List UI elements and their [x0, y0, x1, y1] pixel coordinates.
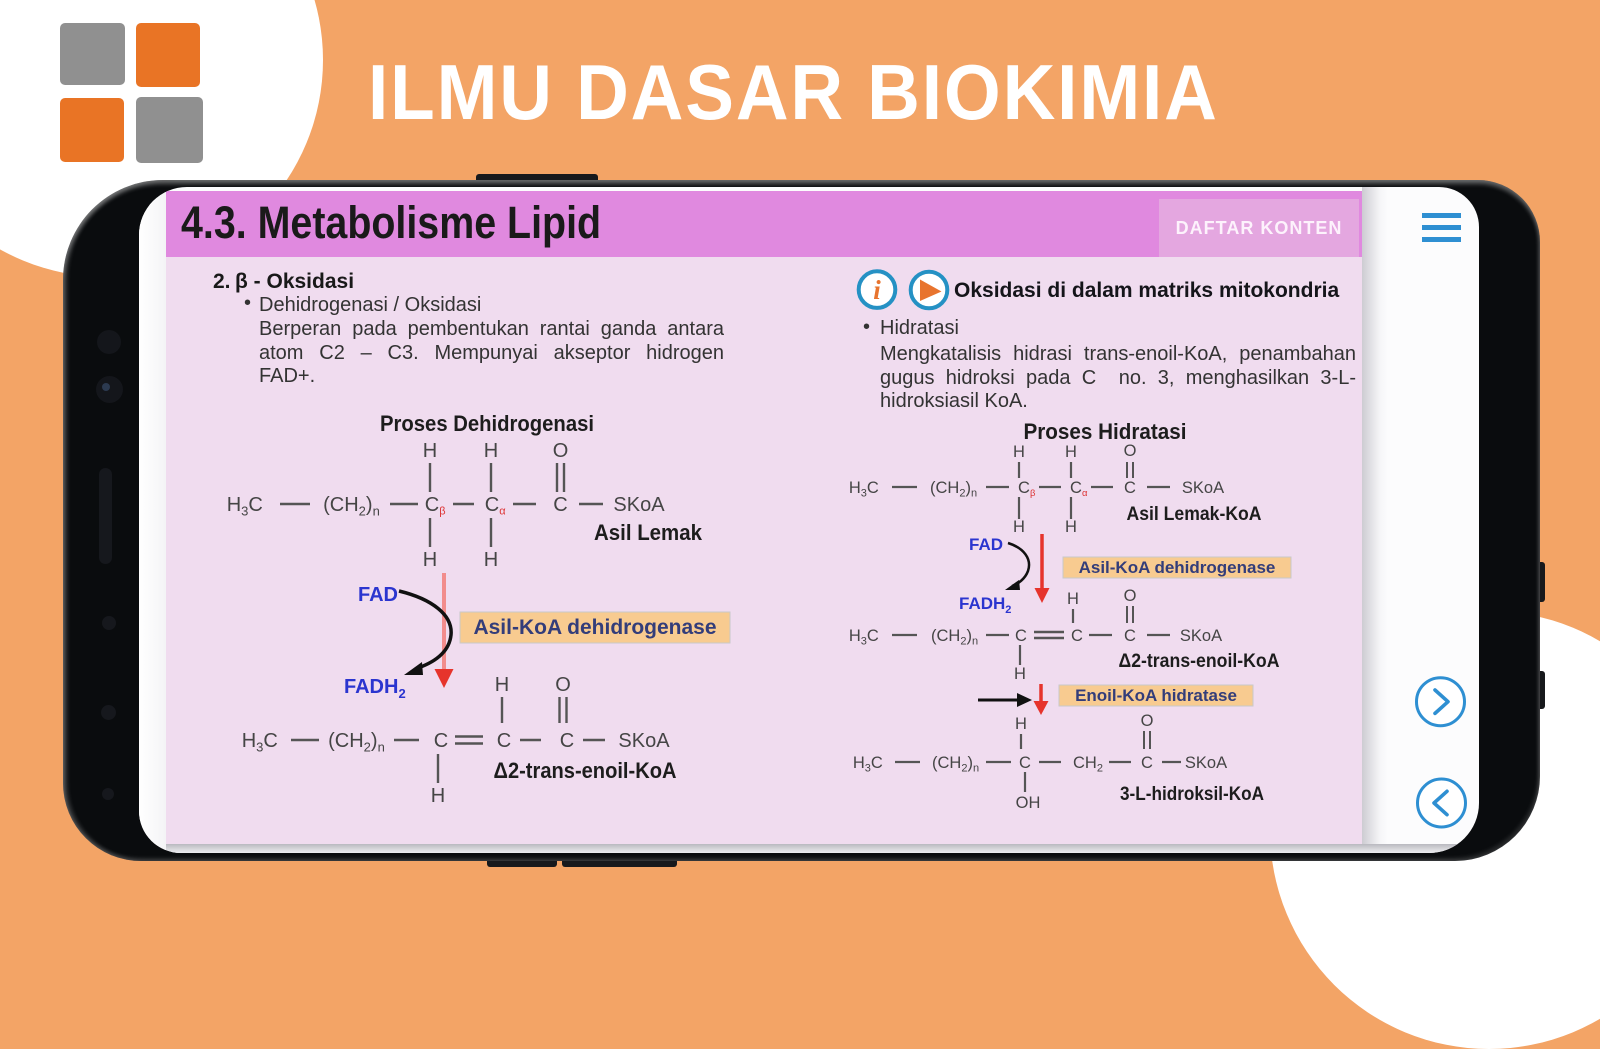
svg-text:SKoA: SKoA [613, 494, 665, 516]
svg-text:SKoA: SKoA [1182, 479, 1224, 497]
svg-text:C: C [560, 730, 574, 752]
svg-text:Cα: Cα [485, 494, 506, 518]
svg-text:Asil Lemak: Asil Lemak [594, 520, 703, 545]
svg-text:O: O [1141, 712, 1154, 730]
svg-text:H: H [1065, 443, 1077, 461]
svg-text:H: H [1015, 715, 1027, 733]
svg-text:H3C: H3C [853, 754, 883, 775]
svg-text:H: H [423, 440, 437, 462]
svg-text:SKoA: SKoA [1180, 627, 1222, 645]
svg-text:Δ2-trans-enoil-KoA: Δ2-trans-enoil-KoA [1119, 651, 1280, 672]
svg-text:H: H [423, 549, 437, 571]
svg-text:H: H [1013, 443, 1025, 461]
svg-text:H: H [484, 440, 498, 462]
svg-text:Cβ: Cβ [425, 494, 446, 518]
svg-text:FADH2: FADH2 [344, 676, 406, 701]
svg-text:C: C [553, 494, 567, 516]
svg-text:C: C [1015, 627, 1027, 645]
svg-text:(CH2)n: (CH2)n [323, 494, 380, 518]
svg-text:(CH2)n: (CH2)n [930, 479, 977, 500]
svg-text:O: O [553, 440, 569, 462]
svg-text:H: H [484, 549, 498, 571]
svg-text:C: C [1141, 754, 1153, 772]
svg-text:(CH2)n: (CH2)n [931, 627, 978, 648]
svg-text:3-L-hidroksil-KoA: 3-L-hidroksil-KoA [1120, 784, 1264, 805]
svg-text:H3C: H3C [242, 730, 278, 754]
svg-text:H: H [495, 674, 509, 696]
svg-text:Proses Dehidrogenasi: Proses Dehidrogenasi [380, 411, 594, 436]
svg-text:H: H [1067, 590, 1079, 608]
svg-text:Proses Hidratasi: Proses Hidratasi [1024, 419, 1187, 444]
svg-text:C: C [1019, 754, 1031, 772]
svg-text:O: O [555, 674, 571, 696]
svg-text:C: C [434, 730, 448, 752]
svg-text:Enoil-KoA hidratase: Enoil-KoA hidratase [1075, 686, 1237, 705]
svg-text:Asil Lemak-KoA: Asil Lemak-KoA [1127, 504, 1262, 525]
svg-text:H3C: H3C [227, 494, 263, 518]
svg-text:O: O [1124, 442, 1137, 460]
svg-text:Cβ: Cβ [1018, 479, 1036, 499]
svg-text:FAD: FAD [358, 584, 398, 606]
svg-text:FAD: FAD [969, 535, 1003, 554]
svg-text:FADH2: FADH2 [959, 594, 1011, 616]
svg-text:SKoA: SKoA [618, 730, 670, 752]
svg-text:H: H [431, 785, 445, 807]
svg-text:H: H [1013, 518, 1025, 536]
svg-text:Cα: Cα [1070, 479, 1088, 499]
svg-text:C: C [1124, 627, 1136, 645]
svg-text:O: O [1124, 587, 1137, 605]
svg-text:CH2: CH2 [1073, 754, 1103, 775]
svg-text:(CH2)n: (CH2)n [328, 730, 385, 754]
svg-text:OH: OH [1016, 794, 1041, 812]
svg-text:i: i [873, 275, 881, 305]
svg-text:H: H [1014, 665, 1026, 683]
svg-text:Δ2-trans-enoil-KoA: Δ2-trans-enoil-KoA [494, 758, 677, 783]
svg-text:C: C [497, 730, 511, 752]
svg-text:C: C [1124, 479, 1136, 497]
svg-text:H: H [1065, 518, 1077, 536]
svg-text:H3C: H3C [849, 627, 879, 648]
svg-text:SKoA: SKoA [1185, 754, 1227, 772]
svg-text:Asil-KoA dehidrogenase: Asil-KoA dehidrogenase [473, 616, 716, 639]
svg-text:H3C: H3C [849, 479, 879, 500]
svg-text:(CH2)n: (CH2)n [932, 754, 979, 775]
svg-text:Asil-KoA dehidrogenase: Asil-KoA dehidrogenase [1079, 558, 1276, 577]
svg-text:C: C [1071, 627, 1083, 645]
